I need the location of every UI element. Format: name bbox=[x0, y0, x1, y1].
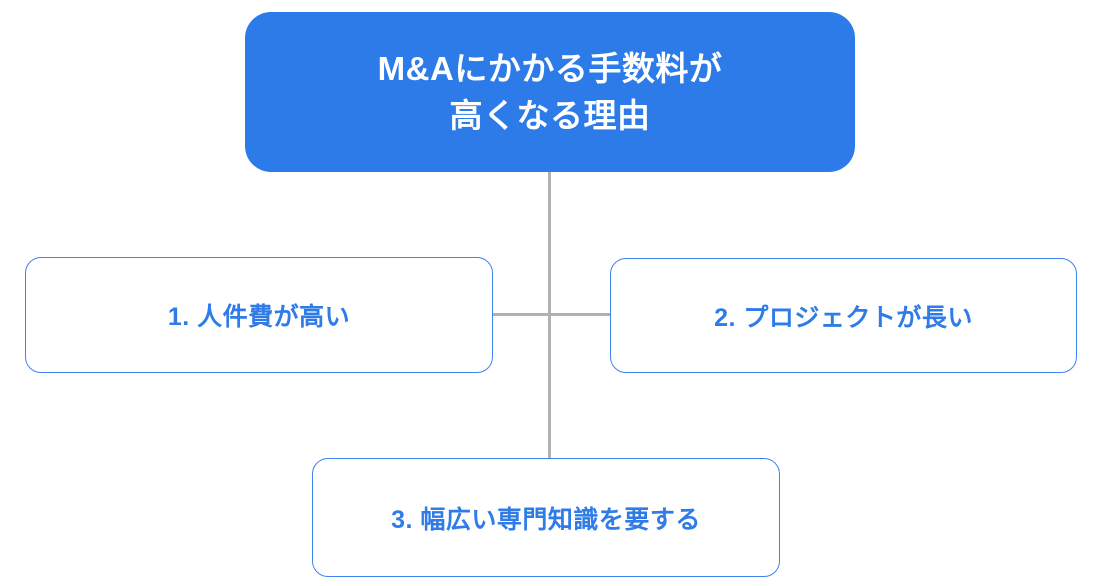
connector-horizontal-line bbox=[490, 313, 611, 316]
title-line-2: 高くなる理由 bbox=[449, 97, 651, 134]
reason-label-3: 3. 幅広い専門知識を要する bbox=[391, 505, 701, 534]
title-line-1: M&Aにかかる手数料が bbox=[377, 50, 723, 87]
reason-label-1: 1. 人件費が高い bbox=[167, 303, 351, 331]
reason-box-2: 2. プロジェクトが長い bbox=[610, 258, 1077, 373]
reason-box-3: 3. 幅広い専門知識を要する bbox=[312, 458, 780, 577]
reason-box-1: 1. 人件費が高い bbox=[25, 257, 493, 373]
reason-label-2: 2. プロジェクトが長い bbox=[714, 303, 973, 332]
title-box: M&Aにかかる手数料が 高くなる理由 bbox=[245, 12, 855, 172]
